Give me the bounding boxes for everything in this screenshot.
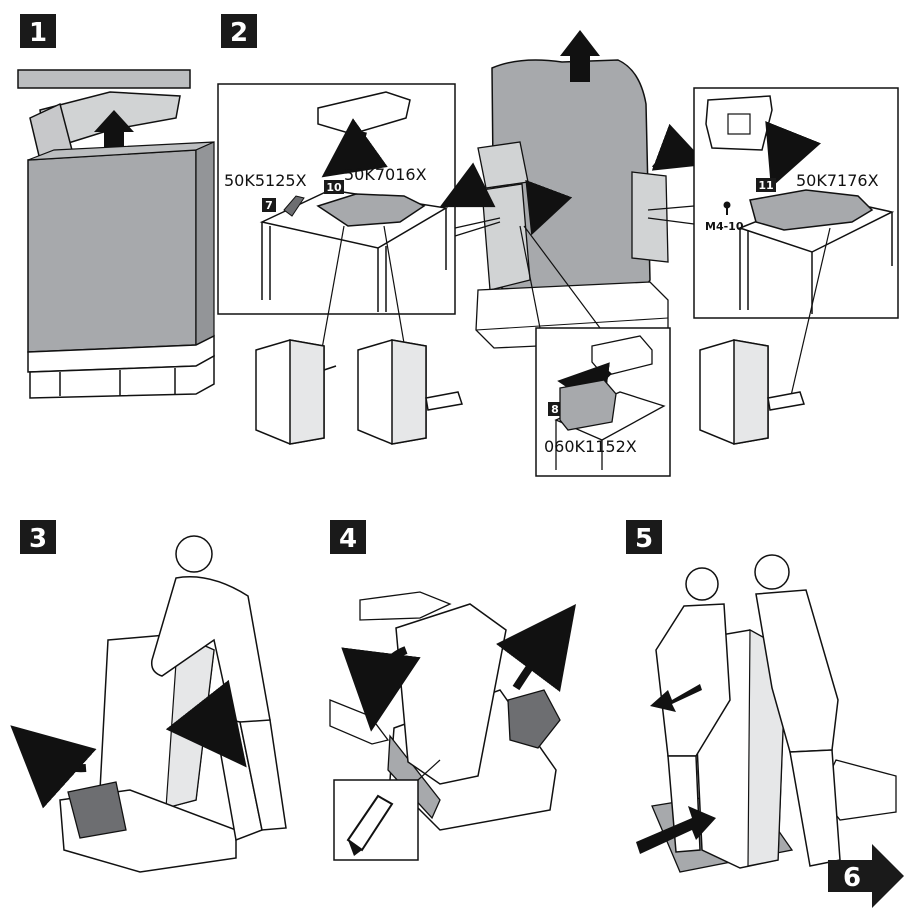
curved-arrow-icon (496, 603, 576, 692)
step-1-number: 1 (29, 18, 47, 48)
tag-7: 7 (265, 199, 273, 212)
box-side-face (195, 141, 215, 346)
hands-bottom (329, 699, 390, 745)
step-5-badge (626, 520, 662, 554)
step-3-number: 3 (29, 524, 47, 554)
next-arrow-icon (828, 844, 904, 908)
leader-line (319, 225, 345, 361)
tag-7-badge (262, 198, 276, 212)
step-5-number: 5 (635, 524, 653, 554)
bagged-machine (475, 30, 669, 349)
part-label-50K7176X: 50K7176X (796, 171, 879, 190)
tray-part-10 (316, 193, 426, 227)
small-part-7 (283, 195, 305, 217)
part-label-50K7016X: 50K7016X (344, 165, 427, 184)
tray-part-11 (749, 189, 874, 231)
tag-11: 11 (758, 179, 773, 192)
curved-arrow-icon (439, 162, 496, 208)
step-5-panel: 5 6 (626, 520, 904, 908)
screw-label: M4-10 (705, 220, 744, 233)
pallet-step-1 (27, 334, 215, 399)
step-2-badge (221, 14, 257, 48)
cardboard-flap (387, 734, 441, 820)
step-4-badge (330, 520, 366, 554)
tag-10: 10 (326, 181, 342, 194)
person-right-step-5 (754, 554, 841, 867)
step-4-number: 4 (339, 524, 357, 554)
callout-line (454, 221, 501, 237)
arrow-left-icon (650, 684, 702, 712)
curved-arrow-icon (651, 123, 708, 171)
curved-arrow-icon (765, 121, 821, 188)
part-label-060K1152X: 060K1152X (544, 437, 637, 456)
step-1-panel: 1 (17, 14, 215, 399)
bracket-part-8 (559, 379, 617, 431)
callout-line (519, 225, 541, 329)
callout-line (454, 217, 501, 229)
step-1-badge (20, 14, 56, 48)
curved-arrow-icon (321, 118, 388, 178)
step-4-panel: 4 (329, 520, 576, 861)
knife-blade (348, 840, 362, 856)
callout-line (523, 225, 601, 329)
curved-arrow-icon (525, 179, 573, 236)
machine-step-4 (395, 603, 507, 785)
finisher-machine-1 (255, 339, 337, 445)
callout-line (647, 217, 695, 225)
tag-8-badge (548, 402, 562, 416)
finisher-machine-2 (357, 339, 463, 445)
leader-line (789, 227, 831, 401)
arrow-up-icon (560, 30, 600, 82)
foam-block-removed (507, 689, 561, 749)
screw-icon (723, 201, 731, 215)
box-lid (17, 69, 191, 89)
step-2-panel: 2 50K5125X 50K7016X 7 10 (217, 14, 899, 477)
foam-block-window (727, 113, 751, 135)
step-3-badge (20, 520, 56, 554)
tag-10-badge (324, 180, 344, 194)
step-3-panel: 3 (10, 520, 287, 873)
packaged-box (27, 149, 197, 353)
callout-line (647, 205, 695, 211)
hands-top (359, 591, 452, 621)
part-label-50K5125X: 50K5125X (224, 171, 307, 190)
arrow-right-icon (636, 806, 716, 854)
next-step-number: 6 (843, 863, 861, 893)
curved-arrow-icon (10, 725, 97, 809)
knife-callout (333, 759, 441, 861)
curved-arrow-icon (341, 646, 421, 732)
step-2-number: 2 (230, 18, 248, 48)
tag-8: 8 (551, 403, 559, 416)
finisher-machine-3 (699, 339, 805, 445)
tag-11-badge (756, 178, 776, 192)
curved-arrow-icon (165, 679, 247, 768)
